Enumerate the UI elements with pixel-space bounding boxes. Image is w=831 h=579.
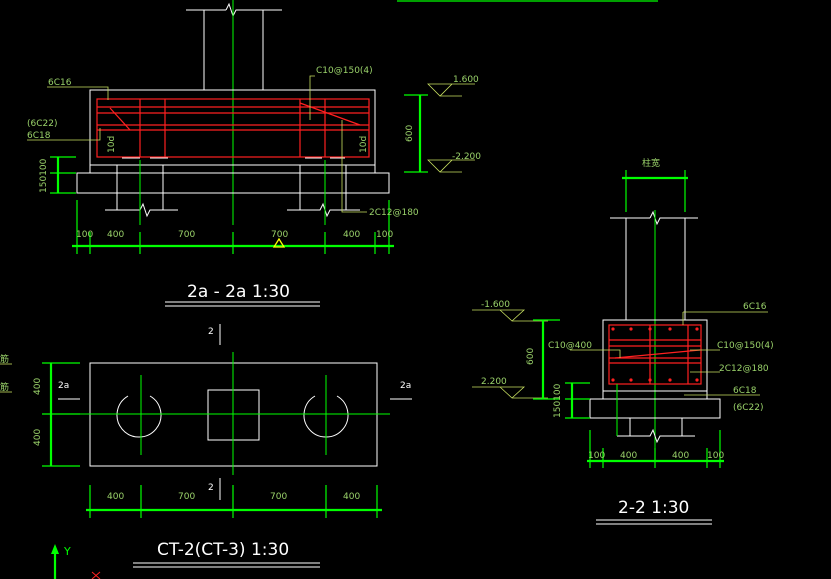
svg-text:400: 400 xyxy=(672,451,689,461)
svg-text:100: 100 xyxy=(588,451,605,461)
cushion-layer xyxy=(76,172,390,194)
s2-label-2c12-180: 2C12@180 xyxy=(719,364,769,374)
s2-label-c10-400: C10@400 xyxy=(548,341,592,351)
label-10d-left: 10d xyxy=(107,136,117,153)
axis-y-label: Y xyxy=(63,545,71,558)
label-level-1600: 1.600 xyxy=(453,75,479,85)
svg-text:筋: 筋 xyxy=(0,381,9,393)
svg-text:150100: 150100 xyxy=(553,383,563,418)
ucs-axis-icon: Y xyxy=(51,544,101,579)
s2-level-2200: 2.200 xyxy=(481,377,507,387)
label-level-neg2200: -2.200 xyxy=(452,152,481,162)
mark-2a-left: 2a xyxy=(58,381,69,391)
title-section-2a: 2a - 2a 1:30 xyxy=(187,282,290,302)
dim-150100: 150100 xyxy=(39,158,49,193)
svg-text:400: 400 xyxy=(33,378,43,395)
svg-text:700: 700 xyxy=(178,230,195,240)
section-2a-view: 6C16 (6C22) 6C18 C10@150(4) 2C12@180 1.6… xyxy=(27,0,658,307)
piles xyxy=(116,165,347,210)
rebar-cage xyxy=(96,98,370,158)
label-c10-150: C10@150(4) xyxy=(316,66,373,76)
s2-label-6c18: 6C18 xyxy=(733,386,757,396)
s2-level-neg1600: -1.600 xyxy=(481,300,510,310)
svg-text:400: 400 xyxy=(343,230,360,240)
s2-label-6c16: 6C16 xyxy=(743,302,767,312)
svg-text:600: 600 xyxy=(526,348,536,365)
label-6c22: (6C22) xyxy=(27,119,58,129)
s2-label-6c22: (6C22) xyxy=(733,403,764,413)
svg-text:400: 400 xyxy=(620,451,637,461)
mark-2a-right: 2a xyxy=(400,381,411,391)
svg-text:400: 400 xyxy=(33,429,43,446)
svg-text:400: 400 xyxy=(107,492,124,502)
svg-text:700: 700 xyxy=(271,230,288,240)
svg-text:100: 100 xyxy=(376,230,393,240)
svg-text:100: 100 xyxy=(707,451,724,461)
label-10d-right: 10d xyxy=(359,136,369,153)
label-6c18: 6C18 xyxy=(27,131,51,141)
label-6c16: 6C16 xyxy=(48,78,72,88)
svg-text:筋: 筋 xyxy=(0,353,9,365)
pile-cap-outline xyxy=(89,89,376,166)
mark-2-bottom: 2 xyxy=(208,483,214,493)
svg-text:400: 400 xyxy=(343,492,360,502)
section-2-view: 柱宽 6C16 C10@400 C10@150 xyxy=(472,157,774,525)
pile-left-plan xyxy=(116,395,162,438)
column-outline xyxy=(186,9,282,90)
label-2c12-180: 2C12@180 xyxy=(369,208,419,218)
svg-text:400: 400 xyxy=(107,230,124,240)
section2-cap xyxy=(602,319,708,392)
mark-2-top: 2 xyxy=(208,327,214,337)
title-section-2: 2-2 1:30 xyxy=(618,498,689,518)
svg-text:700: 700 xyxy=(178,492,195,502)
s2-label-c10-150: C10@150(4) xyxy=(717,341,774,351)
label-column-width: 柱宽 xyxy=(642,157,660,169)
plan-view: 2 2 2a 2a 400 400 400 700 700 400 筋 筋 CT… xyxy=(0,324,412,568)
svg-text:700: 700 xyxy=(270,492,287,502)
snap-marker xyxy=(272,237,286,248)
section2-cushion xyxy=(589,398,721,419)
dim-600: 600 xyxy=(405,125,415,142)
svg-text:100: 100 xyxy=(76,230,93,240)
section2-rebar-cage xyxy=(608,324,702,385)
title-plan: CT-2(CT-3) 1:30 xyxy=(157,540,289,560)
